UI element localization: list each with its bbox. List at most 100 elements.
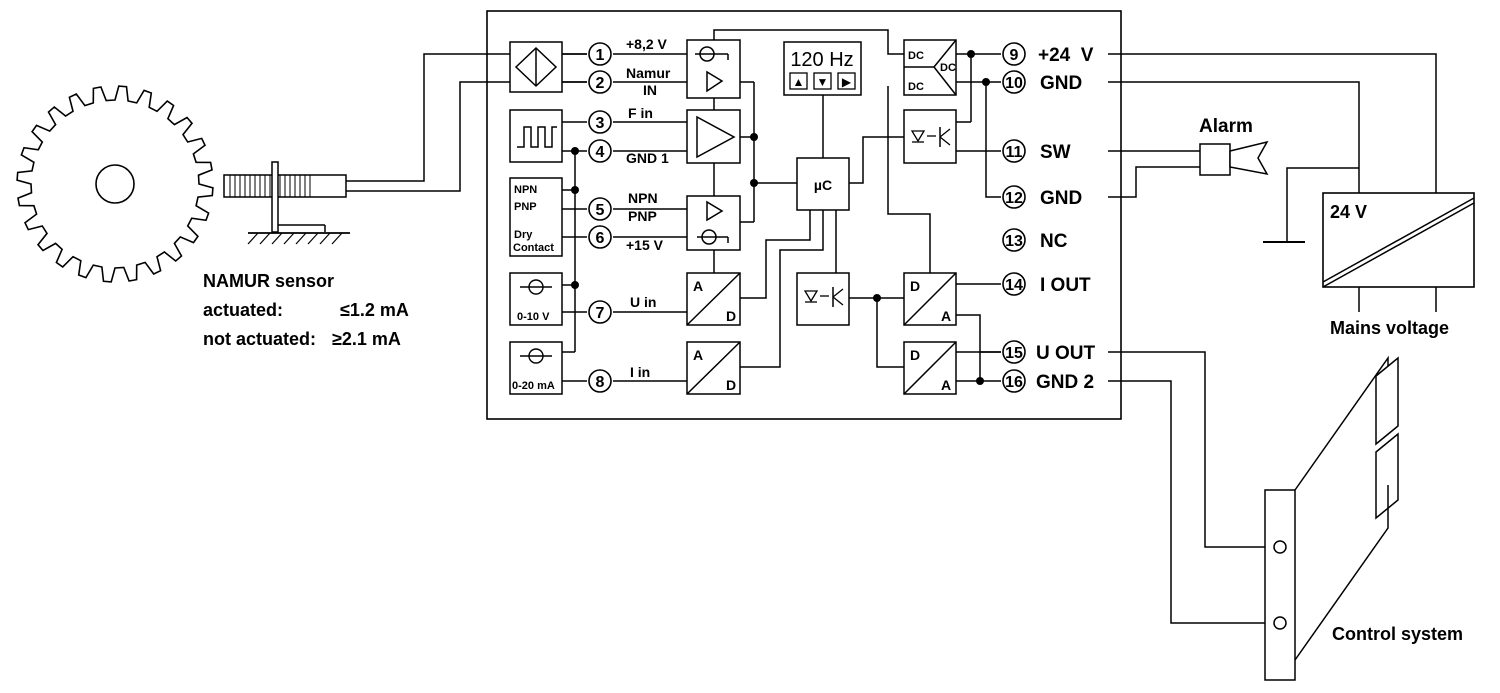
svg-text:4: 4 — [596, 144, 605, 161]
frequency-amplifier-block — [686, 109, 741, 164]
svg-text:11: 11 — [1006, 144, 1023, 161]
svg-text:10: 10 — [1005, 75, 1023, 92]
label-i-out: I OUT — [1040, 275, 1091, 296]
switch-amplifier-block — [686, 195, 741, 251]
switch-input-box: NPN PNP Dry Contact — [509, 177, 563, 257]
frequency-display: 120 Hz ▲ ▼ ▶ — [783, 41, 862, 96]
namur-amplifier-block — [686, 39, 741, 99]
sensor-title: NAMUR sensor — [203, 271, 334, 291]
pnp-box-label: PNP — [514, 201, 537, 213]
junction-dots — [571, 50, 990, 385]
svg-text:A: A — [693, 347, 703, 363]
svg-text:A: A — [693, 278, 703, 294]
square-wave-box — [509, 109, 563, 163]
terminal-2[interactable]: 2 — [588, 70, 612, 94]
svg-text:14: 14 — [1005, 277, 1023, 294]
current-range-label: 0-20 mA — [512, 380, 555, 392]
svg-text:12: 12 — [1005, 190, 1023, 207]
svg-text:8: 8 — [596, 374, 605, 391]
alarm-label: Alarm — [1199, 116, 1253, 137]
dry-box-label: Dry — [514, 229, 533, 241]
svg-text:DC: DC — [908, 50, 924, 62]
alarm-horn — [1199, 140, 1269, 176]
label-i-in: I in — [630, 364, 650, 380]
terminal-8[interactable]: 8 — [588, 369, 612, 393]
npn-box-label: NPN — [514, 184, 537, 196]
svg-text:D: D — [910, 278, 920, 294]
terminal-1[interactable]: 1 — [588, 42, 612, 66]
label-nc: NC — [1040, 231, 1068, 252]
svg-text:9: 9 — [1010, 47, 1019, 64]
gear-wheel — [16, 85, 214, 283]
dc-dc-converter: DC DC DC — [903, 39, 957, 96]
label-gnd: GND — [1040, 73, 1082, 94]
terminal-13[interactable]: 13 — [1002, 228, 1026, 252]
terminal-9[interactable]: 9 — [1002, 42, 1026, 66]
svg-text:16: 16 — [1005, 374, 1023, 391]
label-15v: +15 V — [626, 237, 664, 253]
display-value: 120 Hz — [790, 49, 853, 71]
output-labels: +24 V GND SW GND NC I OUT U OUT GND 2 — [1036, 45, 1096, 393]
terminal-4[interactable]: 4 — [588, 139, 612, 163]
not-actuated-label: not actuated: — [203, 329, 316, 349]
terminal-6[interactable]: 6 — [588, 225, 612, 249]
arrow-down-icon[interactable]: ▼ — [817, 75, 829, 89]
terminal-5[interactable]: 5 — [588, 197, 612, 221]
label-pnp: PNP — [628, 208, 657, 224]
svg-text:DC: DC — [940, 62, 956, 74]
dac-current: D A — [903, 272, 957, 326]
optocoupler-alarm — [903, 109, 957, 164]
external-wiring — [1108, 53, 1437, 624]
terminal-3[interactable]: 3 — [588, 110, 612, 134]
terminal-10[interactable]: 10 — [1002, 70, 1026, 94]
arrow-right-icon[interactable]: ▶ — [842, 75, 852, 89]
contact-box-label: Contact — [513, 242, 554, 254]
mains-voltage-label: Mains voltage — [1330, 318, 1449, 338]
terminal-11[interactable]: 11 — [1002, 139, 1026, 163]
svg-text:5: 5 — [596, 202, 605, 219]
voltage-source-box: 0-10 V — [509, 272, 563, 326]
input-labels: +8,2 V Namur IN F in GND 1 NPN PNP +15 V… — [626, 36, 671, 380]
module-enclosure — [486, 10, 1122, 420]
label-gnd-12: GND — [1040, 188, 1082, 209]
arrow-up-icon[interactable]: ▲ — [793, 75, 805, 89]
label-u-out: U OUT — [1036, 343, 1096, 364]
svg-text:D: D — [910, 347, 920, 363]
namur-sensor — [223, 161, 350, 245]
svg-text:µC: µC — [814, 177, 832, 193]
terminal-14[interactable]: 14 — [1002, 272, 1026, 296]
inductive-sensor-box — [509, 41, 563, 93]
terminal-16[interactable]: 16 — [1002, 369, 1026, 393]
label-24v: +24 V — [1038, 45, 1094, 66]
adc-voltage: A D — [686, 272, 741, 326]
optocoupler-bottom — [796, 272, 850, 326]
svg-text:6: 6 — [596, 230, 605, 247]
terminal-7[interactable]: 7 — [588, 300, 612, 324]
svg-text:7: 7 — [596, 305, 605, 322]
input-terminals: 1 2 3 4 5 6 7 8 — [588, 42, 612, 393]
not-actuated-value: ≥2.1 mA — [332, 329, 401, 349]
label-namur: Namur — [626, 65, 671, 81]
svg-text:1: 1 — [596, 47, 605, 64]
terminal-12[interactable]: 12 — [1002, 185, 1026, 209]
label-gnd1: GND 1 — [626, 150, 669, 166]
svg-text:DC: DC — [908, 81, 924, 93]
sensor-spec: NAMUR sensor actuated: ≤1.2 mA not actua… — [203, 271, 409, 349]
actuated-label: actuated: — [203, 300, 283, 320]
power-supply: 24 V — [1322, 192, 1475, 288]
voltage-range-label: 0-10 V — [517, 311, 550, 323]
label-f-in: F in — [628, 105, 653, 121]
label-8-2v: +8,2 V — [626, 36, 668, 52]
label-in: IN — [643, 82, 657, 98]
control-system-label: Control system — [1332, 624, 1463, 644]
output-terminals: 9 10 11 12 13 14 15 16 — [1002, 42, 1026, 393]
svg-text:15: 15 — [1005, 345, 1023, 362]
terminal-15[interactable]: 15 — [1002, 340, 1026, 364]
microcontroller: µC — [796, 157, 850, 211]
actuated-value: ≤1.2 mA — [340, 300, 409, 320]
svg-text:2: 2 — [596, 75, 605, 92]
label-u-in: U in — [630, 294, 656, 310]
label-sw: SW — [1040, 142, 1071, 163]
svg-text:13: 13 — [1005, 233, 1023, 250]
